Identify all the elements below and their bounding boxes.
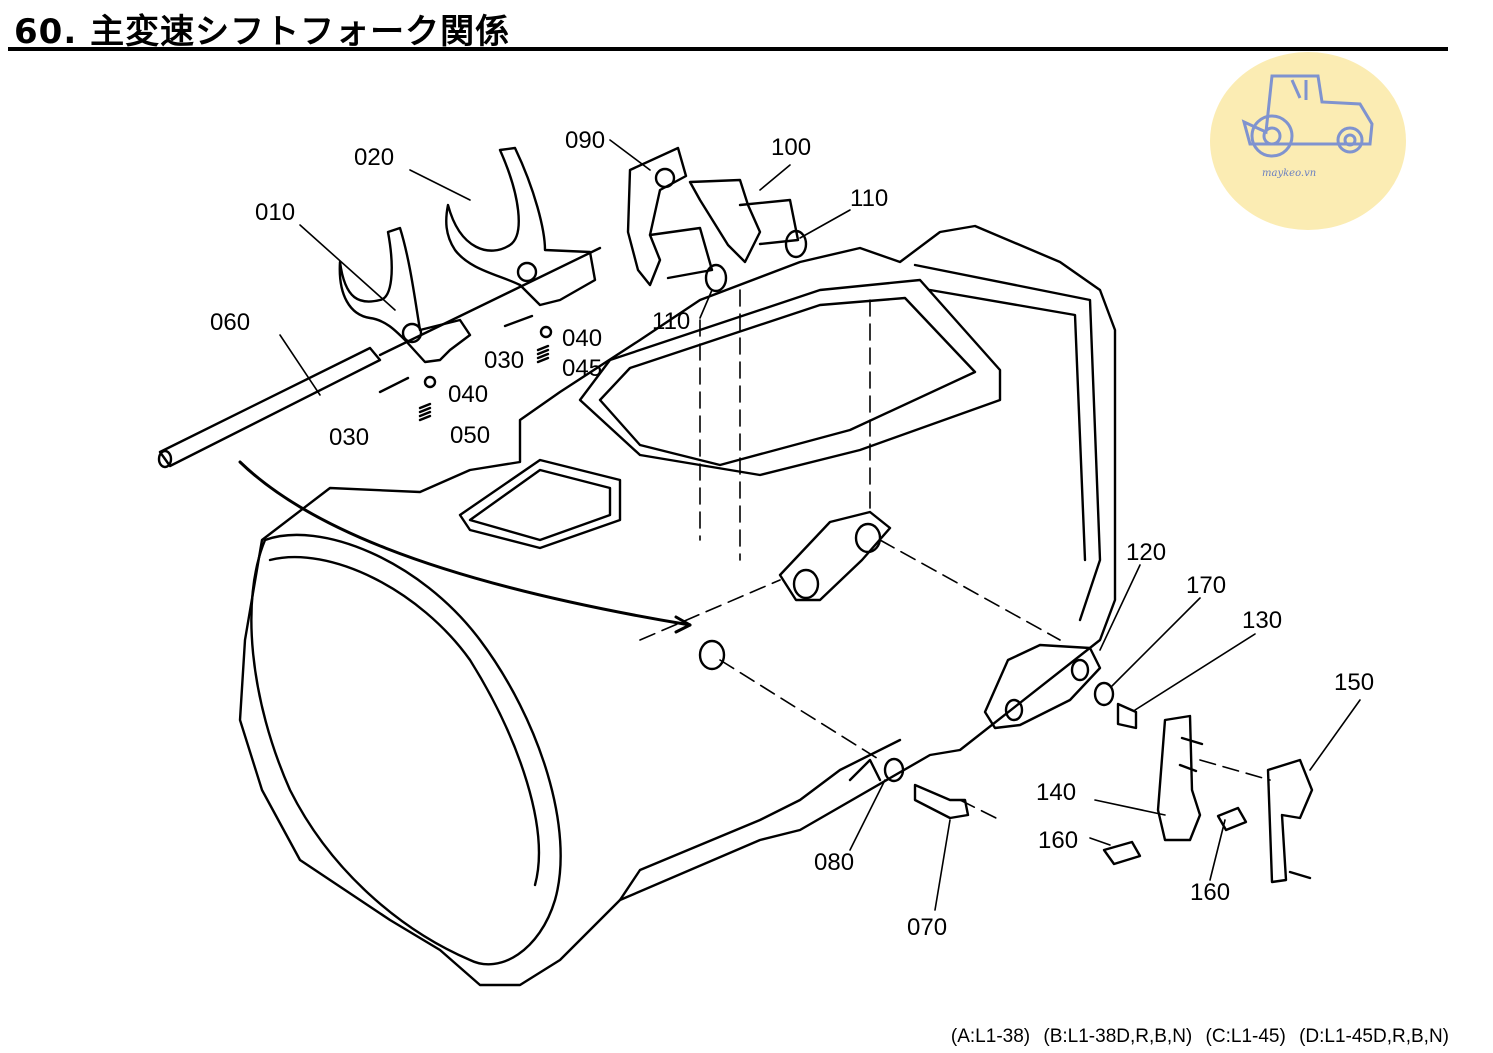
bolt-160b: [1216, 806, 1248, 832]
label-050: 050: [450, 422, 490, 449]
label-045: 045: [562, 355, 602, 382]
label-170: 170: [1186, 572, 1226, 599]
label-130: 130: [1242, 607, 1282, 634]
label-010: 010: [255, 199, 295, 226]
washer-080: [883, 757, 905, 783]
footnote-b: (B:L1-38D,R,B,N): [1043, 1026, 1193, 1047]
footnote-d: (D:L1-45D,R,B,N): [1299, 1026, 1449, 1047]
label-030b: 030: [484, 347, 524, 374]
shift-arm-090: [626, 146, 688, 287]
label-100: 100: [771, 134, 811, 161]
label-110a: 110: [850, 185, 888, 212]
label-080: 080: [814, 849, 854, 876]
label-060: 060: [210, 309, 250, 336]
label-110b: 110: [652, 308, 690, 335]
label-040b: 040: [562, 325, 602, 352]
o-ring-110b: [784, 229, 808, 259]
lever-150: [1266, 758, 1314, 884]
label-160b: 160: [1190, 879, 1230, 906]
footnote-a: (A:L1-38): [950, 1026, 1031, 1047]
shift-arm-100: [688, 178, 762, 264]
spring-050: [418, 402, 432, 422]
bell-housing: [250, 533, 562, 966]
label-120: 120: [1126, 539, 1166, 566]
shift-fork-010: [338, 226, 472, 364]
label-070: 070: [907, 914, 947, 941]
label-020: 020: [354, 144, 394, 171]
label-150: 150: [1334, 669, 1374, 696]
pin-030a: [378, 376, 410, 394]
bolt-070: [913, 783, 970, 820]
label-140: 140: [1036, 779, 1076, 806]
watermark-logo: [1210, 52, 1406, 230]
watermark-text: maykeo.vn: [1262, 168, 1317, 179]
transmission-case: [238, 224, 1117, 987]
label-090: 090: [565, 127, 605, 154]
lever-140: [1156, 714, 1202, 842]
shift-fork-020: [445, 146, 597, 307]
title-rule: [8, 47, 1448, 51]
tractor-icon: [1241, 74, 1374, 158]
label-030a: 030: [329, 424, 369, 451]
o-ring-110a: [704, 263, 728, 293]
bracket-plate: [778, 510, 892, 602]
label-040a: 040: [448, 381, 488, 408]
assembly-arrow: [238, 460, 692, 627]
cover-plate-120: [983, 643, 1102, 730]
fork-rod-060: [158, 346, 382, 468]
pin-030b: [503, 314, 534, 328]
bolt-130: [1116, 702, 1138, 730]
spring-045: [536, 344, 550, 364]
model-footnote: (A:L1-38) (B:L1-38D,R,B,N) (C:L1-45) (D:…: [943, 1026, 1449, 1048]
page-title: 60. 主変速シフトフォーク関係: [14, 12, 511, 52]
label-160a: 160: [1038, 827, 1078, 854]
washer-170: [1093, 681, 1115, 707]
bolt-160a: [1102, 840, 1142, 866]
footnote-c: (C:L1-45): [1205, 1026, 1286, 1047]
